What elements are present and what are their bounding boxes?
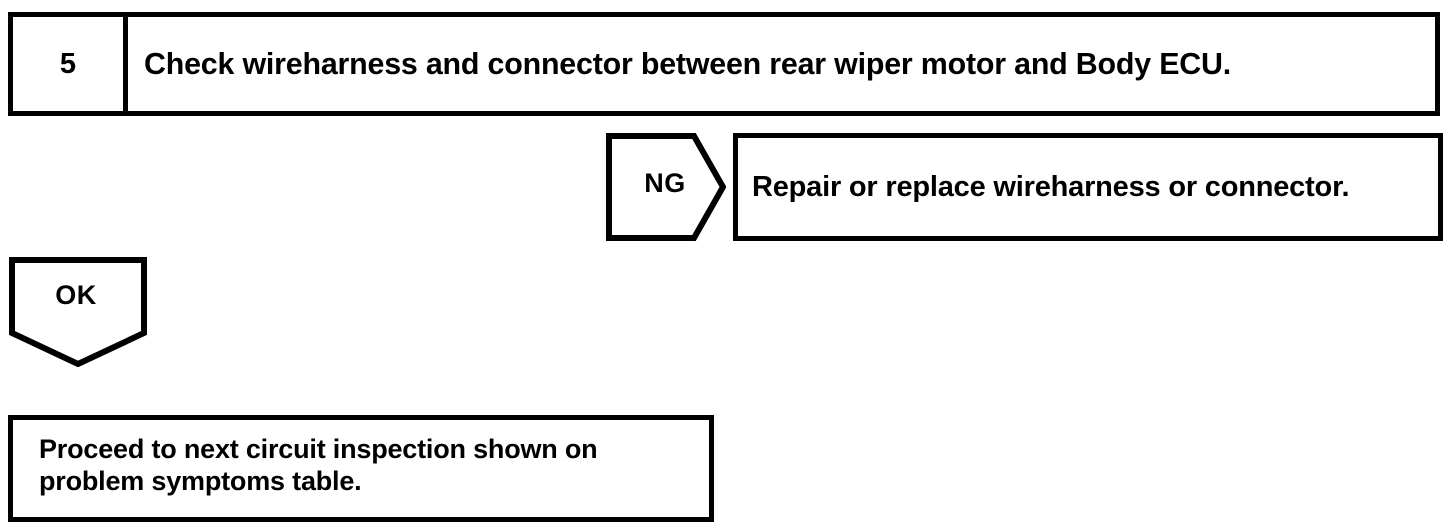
ok-result-line-2: problem symptoms table.	[39, 465, 362, 496]
step-title: Check wireharness and connector between …	[144, 45, 1232, 81]
ok-branch-label: OK	[55, 280, 97, 310]
ok-pentagon-polygon	[9, 257, 147, 367]
step-number-cell: 5	[13, 17, 128, 111]
ng-arrow-shape	[606, 133, 726, 241]
ok-result-box: Proceed to next circuit inspection shown…	[8, 415, 714, 522]
ng-pentagon-polygon	[606, 133, 726, 241]
step-header-box: 5 Check wireharness and connector betwee…	[8, 12, 1440, 116]
ng-branch-label: NG	[644, 168, 686, 198]
step-title-cell: Check wireharness and connector between …	[128, 17, 1435, 111]
ng-result-box: Repair or replace wireharness or connect…	[733, 133, 1443, 241]
ok-arrow-shape	[8, 257, 148, 367]
ng-result-text: Repair or replace wireharness or connect…	[752, 170, 1350, 203]
ok-result-line-1: Proceed to next circuit inspection shown…	[39, 434, 598, 464]
step-number: 5	[59, 47, 77, 80]
